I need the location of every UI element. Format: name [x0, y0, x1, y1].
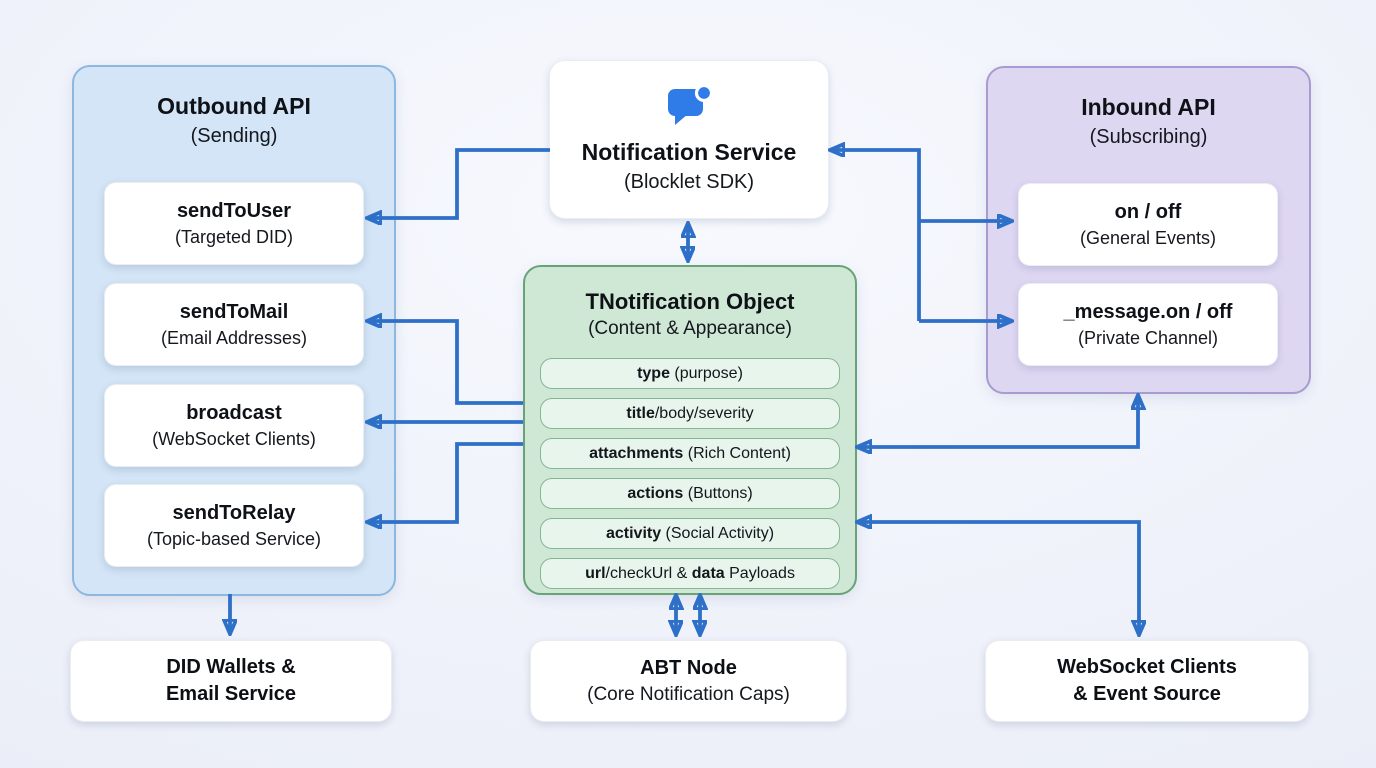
node-label: WebSocket Clients — [1057, 656, 1237, 678]
chat-notification-icon — [668, 84, 714, 126]
node-websocket-clients-event-source: WebSocket Clients & Event Source — [985, 640, 1309, 722]
node-sublabel: (General Events) — [1079, 227, 1217, 248]
field-segment: Payloads — [724, 564, 795, 582]
field-segment: activity — [605, 524, 662, 542]
node-send-to-relay: sendToRelay (Topic-based Service) — [104, 484, 364, 567]
node-sublabel: (Private Channel) — [1077, 327, 1219, 348]
field-segment: /checkUrl & — [605, 564, 692, 582]
field-segment: (Rich Content) — [683, 444, 791, 462]
node-label: ABT Node — [640, 656, 737, 679]
field-segment: data — [691, 564, 725, 582]
node-broadcast: broadcast (WebSocket Clients) — [104, 384, 364, 467]
field-segment: title — [626, 404, 655, 422]
tnotification-field: title/body/severity — [540, 398, 840, 429]
node-sublabel: (Topic-based Service) — [146, 528, 322, 549]
node-label: broadcast — [186, 401, 282, 424]
field-segment: attachments — [589, 444, 684, 462]
node-label-line2: Email Service — [165, 683, 297, 705]
node-send-to-mail: sendToMail (Email Addresses) — [104, 283, 364, 366]
node-did-wallets-email-service: DID Wallets & Email Service — [70, 640, 392, 722]
node-notification-service: Notification Service (Blocklet SDK) — [549, 60, 829, 219]
field-segment: actions — [627, 484, 684, 502]
tnotification-field: activity (Social Activity) — [540, 518, 840, 549]
node-label: Notification Service — [581, 139, 797, 166]
tnotification-field: attachments (Rich Content) — [540, 438, 840, 469]
group-outbound-api: Outbound API (Sending) sendToUser (Targe… — [72, 65, 396, 596]
node-label: on / off — [1114, 200, 1182, 223]
node-label: sendToUser — [176, 199, 292, 222]
node-sublabel: (Core Notification Caps) — [587, 683, 790, 705]
group-subtitle: (Subscribing) — [1089, 125, 1208, 148]
node-on-off: on / off (General Events) — [1018, 183, 1278, 266]
group-title: TNotification Object — [585, 289, 795, 314]
node-sublabel: (Targeted DID) — [174, 226, 294, 247]
node-tnotification-object: TNotification Object (Content & Appearan… — [523, 265, 857, 595]
node-abt-node: ABT Node (Core Notification Caps) — [530, 640, 847, 722]
node-sublabel: (Blocklet SDK) — [623, 170, 755, 193]
tnotification-field: url/checkUrl & data Payloads — [540, 558, 840, 589]
tnotification-fields: type (purpose) title/body/severity attachm… — [540, 358, 840, 598]
node-send-to-user: sendToUser (Targeted DID) — [104, 182, 364, 265]
field-segment: (Social Activity) — [661, 524, 775, 542]
inbound-api-title: Inbound API (Subscribing) — [988, 68, 1309, 151]
edge-tnotification-activity-to-websocket-clients — [858, 522, 1139, 634]
node-label: sendToMail — [179, 300, 289, 323]
node-label: _message.on / off — [1063, 300, 1233, 323]
tnotification-title: TNotification Object (Content & Appearan… — [525, 267, 855, 341]
group-subtitle: (Sending) — [190, 124, 278, 147]
node-label-line2: & Event Source — [1073, 683, 1221, 705]
node-sublabel: (Email Addresses) — [160, 327, 308, 348]
field-segment: (Buttons) — [683, 484, 753, 502]
field-segment: (purpose) — [669, 364, 743, 382]
group-subtitle: (Content & Appearance) — [588, 318, 792, 340]
outbound-api-title: Outbound API (Sending) — [74, 67, 394, 150]
node-label: DID Wallets & — [166, 656, 296, 678]
node-label: sendToRelay — [172, 501, 296, 524]
tnotification-field: actions (Buttons) — [540, 478, 840, 509]
field-segment: type — [637, 364, 670, 382]
field-segment: url — [585, 564, 606, 582]
field-segment: /body/severity — [654, 404, 754, 422]
group-title: Outbound API — [157, 93, 311, 119]
edge-tnotification-attachments-to-inbound-api — [858, 396, 1138, 447]
node-message-on-off: _message.on / off (Private Channel) — [1018, 283, 1278, 366]
tnotification-field: type (purpose) — [540, 358, 840, 389]
group-inbound-api: Inbound API (Subscribing) on / off (Gene… — [986, 66, 1311, 394]
group-title: Inbound API — [1081, 94, 1216, 120]
node-sublabel: (WebSocket Clients) — [152, 428, 316, 449]
